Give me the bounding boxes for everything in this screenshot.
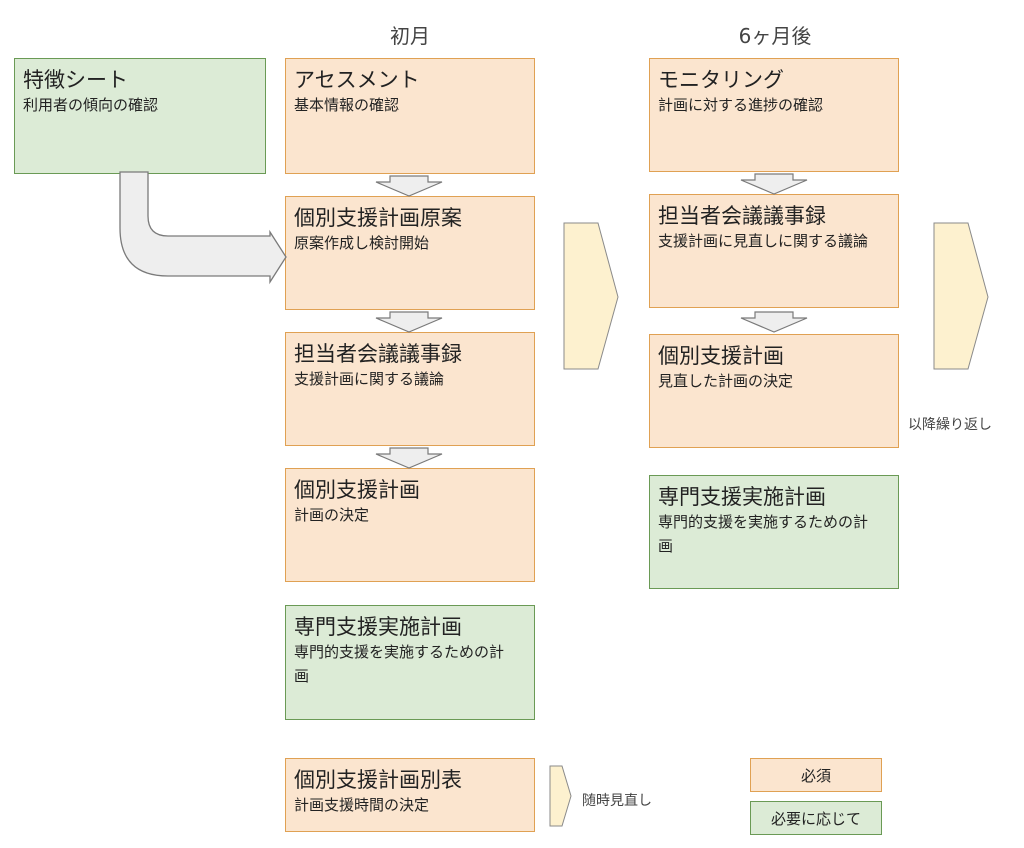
bent-arrow-icon bbox=[119, 171, 287, 285]
monitoring-box: モニタリング 計画に対する進捗の確認 bbox=[649, 58, 899, 172]
feature-sheet-desc: 利用者の傾向の確認 bbox=[23, 96, 159, 114]
down-arrow-icon bbox=[740, 311, 808, 333]
feature-sheet-title: 特徴シート bbox=[23, 68, 128, 92]
separate-table-desc: 計画支援時間の決定 bbox=[294, 796, 430, 814]
feature-sheet-box: 特徴シート 利用者の傾向の確認 bbox=[14, 58, 266, 174]
monitoring-title: モニタリング bbox=[658, 68, 784, 92]
legend-as-needed: 必要に応じて bbox=[750, 801, 882, 835]
meeting-minutes-desc: 支援計画に関する議論 bbox=[294, 370, 445, 388]
chevron-small-icon bbox=[549, 765, 572, 827]
specialist-plan-6m-title: 専門支援実施計画 bbox=[658, 485, 826, 509]
down-arrow-icon bbox=[375, 175, 443, 197]
assessment-desc: 基本情報の確認 bbox=[294, 96, 400, 114]
down-arrow-icon bbox=[375, 311, 443, 333]
specialist-plan-6m-desc: 専門的支援を実施するための計画 bbox=[658, 513, 869, 555]
review-minutes-desc: 支援計画に見直しに関する議論 bbox=[658, 232, 869, 250]
draft-plan-box: 個別支援計画原案 原案作成し検討開始 bbox=[285, 196, 535, 310]
revised-plan-desc: 見直した計画の決定 bbox=[658, 372, 794, 390]
legend-as-needed-label: 必要に応じて bbox=[770, 809, 861, 828]
separate-table-box: 個別支援計画別表 計画支援時間の決定 bbox=[285, 758, 535, 832]
draft-plan-desc: 原案作成し検討開始 bbox=[294, 234, 430, 252]
column-heading-six-months: 6ヶ月後 bbox=[738, 24, 812, 48]
anytime-review-note: 随時見直し bbox=[582, 793, 652, 809]
column-heading-first-month: 初月 bbox=[390, 24, 430, 48]
assessment-title: アセスメント bbox=[294, 68, 420, 92]
individual-plan-box: 個別支援計画 計画の決定 bbox=[285, 468, 535, 582]
draft-plan-title: 個別支援計画原案 bbox=[294, 206, 462, 230]
assessment-box: アセスメント 基本情報の確認 bbox=[285, 58, 535, 174]
revised-plan-title: 個別支援計画 bbox=[658, 344, 784, 368]
specialist-plan-6m-box: 専門支援実施計画 専門的支援を実施するための計画 bbox=[649, 475, 899, 589]
down-arrow-icon bbox=[375, 447, 443, 469]
meeting-minutes-title: 担当者会議議事録 bbox=[294, 342, 462, 366]
revised-plan-box: 個別支援計画 見直した計画の決定 bbox=[649, 334, 899, 448]
separate-table-title: 個別支援計画別表 bbox=[294, 768, 462, 792]
specialist-plan-box: 専門支援実施計画 専門的支援を実施するための計画 bbox=[285, 605, 535, 720]
down-arrow-icon bbox=[740, 173, 808, 195]
legend-required: 必須 bbox=[750, 758, 882, 792]
legend-required-label: 必須 bbox=[800, 766, 831, 785]
specialist-plan-title: 専門支援実施計画 bbox=[294, 615, 462, 639]
individual-plan-title: 個別支援計画 bbox=[294, 478, 420, 502]
specialist-plan-desc: 専門的支援を実施するための計画 bbox=[294, 643, 505, 685]
chevron-right-icon bbox=[933, 222, 989, 370]
meeting-minutes-box: 担当者会議議事録 支援計画に関する議論 bbox=[285, 332, 535, 446]
repeat-note: 以降繰り返し bbox=[908, 417, 992, 433]
review-minutes-box: 担当者会議議事録 支援計画に見直しに関する議論 bbox=[649, 194, 899, 308]
individual-plan-desc: 計画の決定 bbox=[294, 506, 370, 524]
chevron-right-icon bbox=[563, 222, 619, 370]
review-minutes-title: 担当者会議議事録 bbox=[658, 204, 826, 228]
monitoring-desc: 計画に対する進捗の確認 bbox=[658, 96, 824, 114]
